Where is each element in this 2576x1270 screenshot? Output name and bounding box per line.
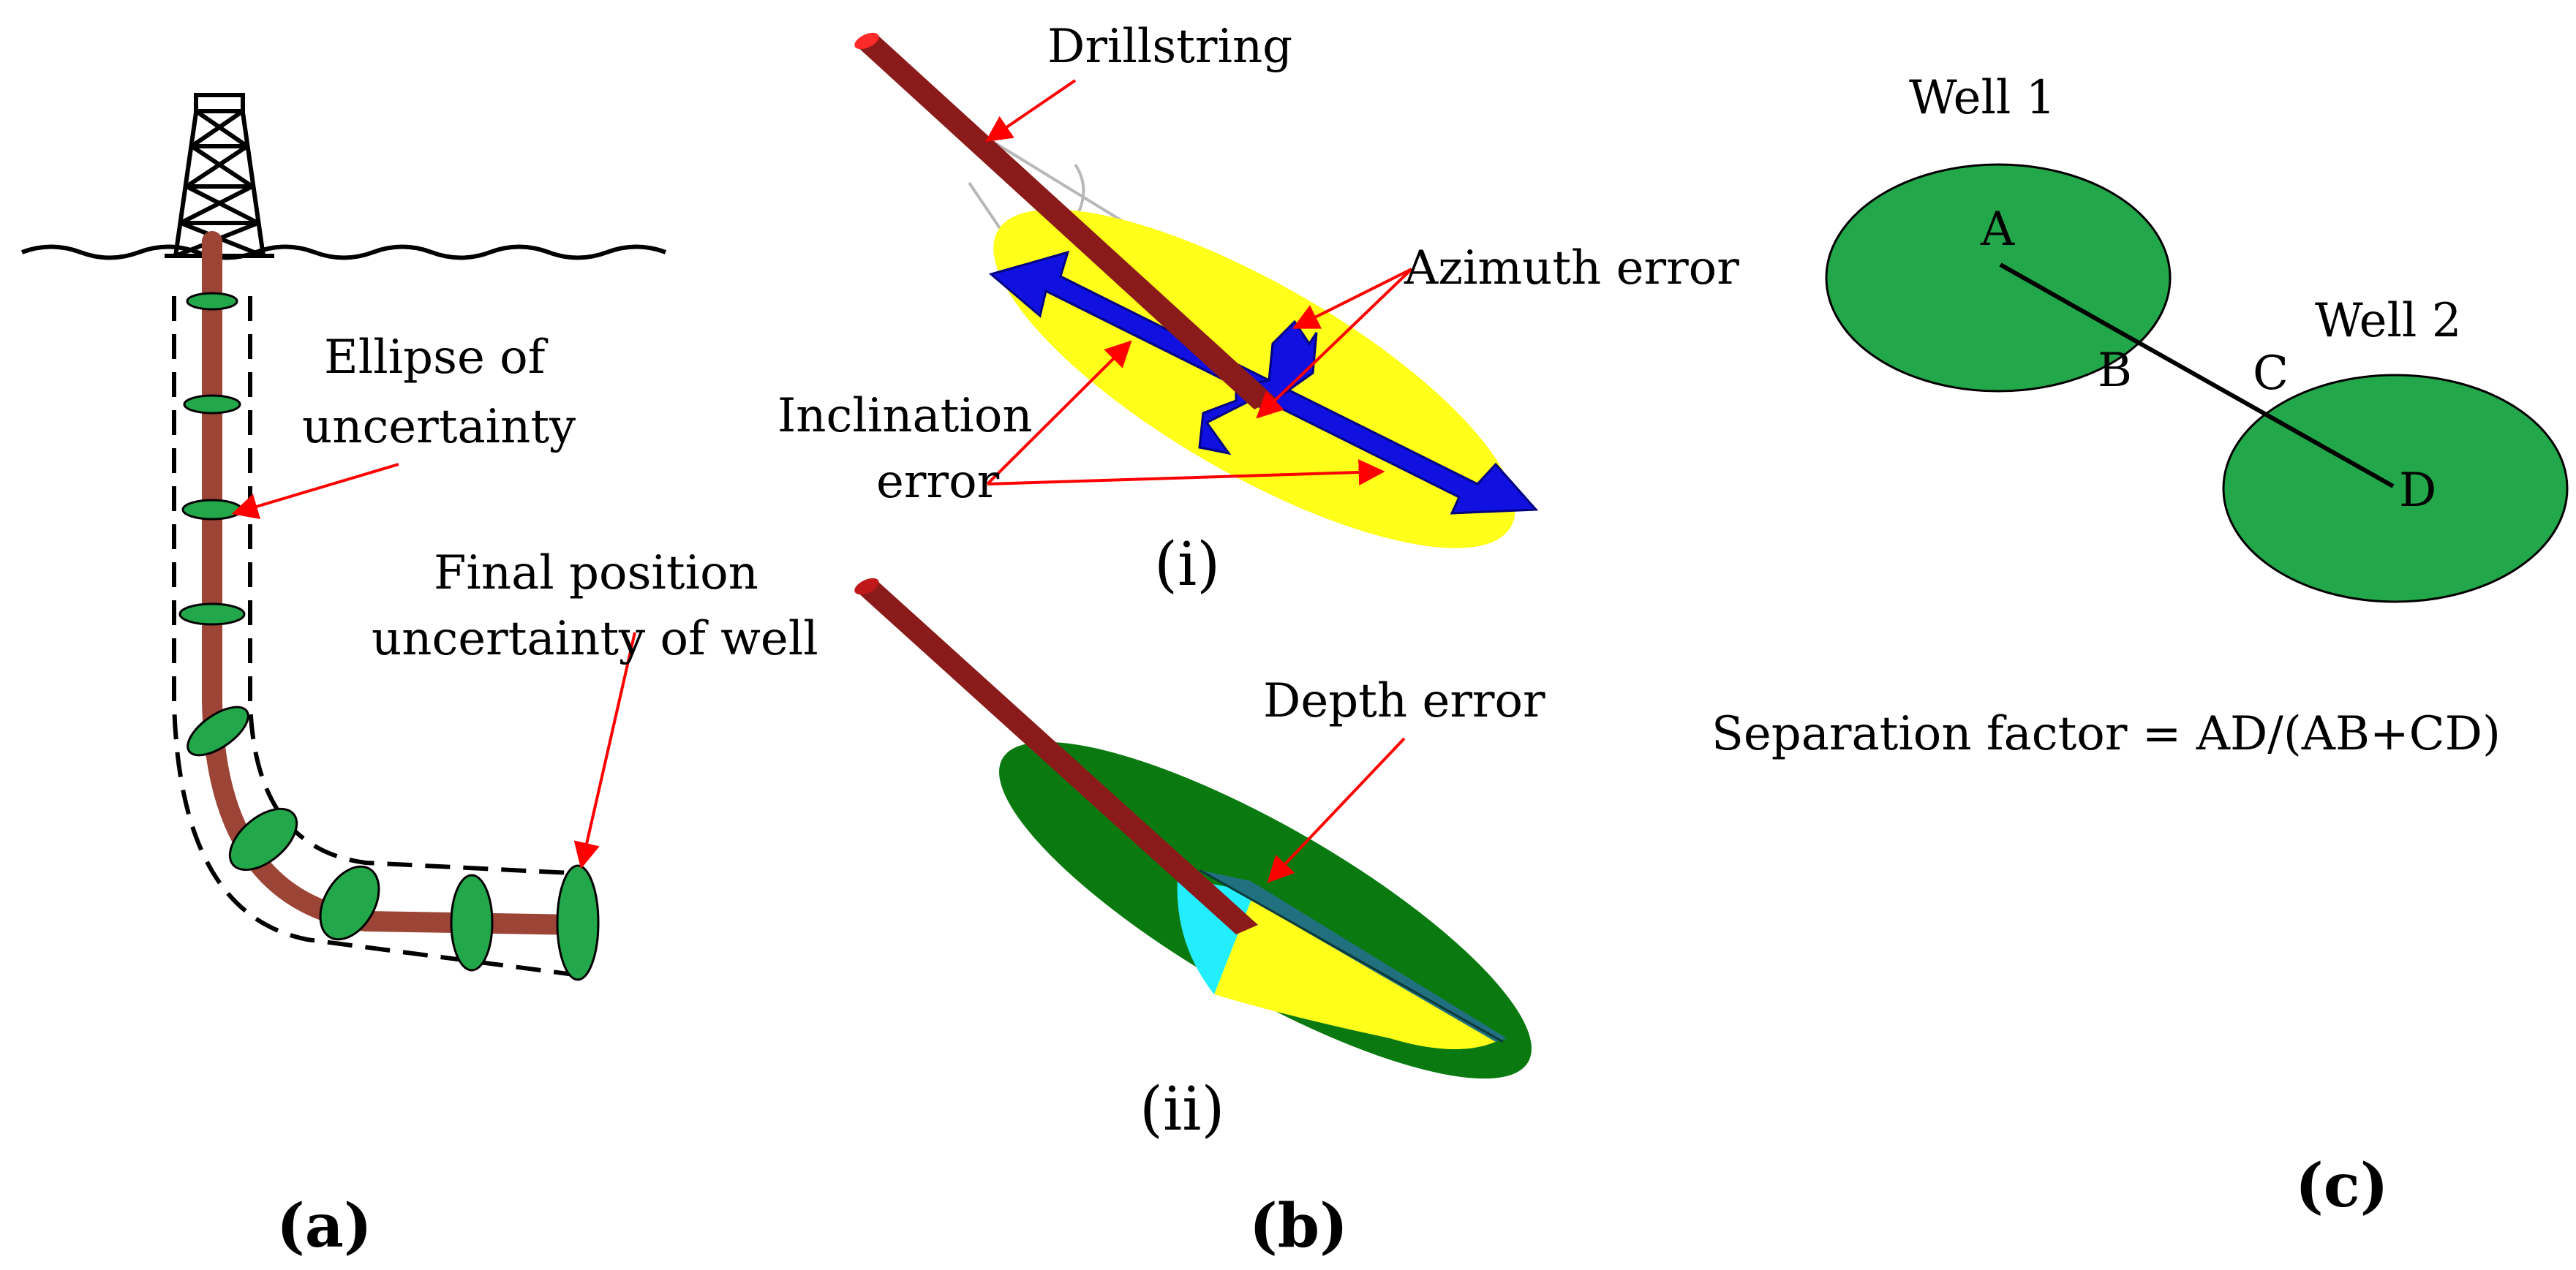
uncertainty-envelope-outer <box>172 296 586 978</box>
panel-b-bottom: Depth error (ii) (b) <box>854 578 1545 1261</box>
panel-b-label: (b) <box>1249 1191 1348 1261</box>
well-1-ellipse <box>1825 163 2172 393</box>
depth-error-label: Depth error <box>1263 674 1545 728</box>
drillstring-label: Drillstring <box>1047 20 1292 74</box>
panel-b-ii-label: (ii) <box>1140 1075 1224 1144</box>
inclination-label-line1: Inclination <box>777 389 1033 443</box>
inclination-arrow-1 <box>986 340 1132 485</box>
inclination-label-line2: error <box>876 455 1000 509</box>
point-b-label: B <box>2098 344 2132 398</box>
azimuth-arrow-1 <box>1292 268 1412 329</box>
panel-a-label: (a) <box>276 1191 372 1261</box>
depth-error-yellow-region <box>1214 885 1503 1049</box>
ellipse-label-line2: uncertainty <box>302 400 576 454</box>
drillstring-top-cap <box>854 32 879 50</box>
separation-factor-formula: Separation factor = AD/(AB+CD) <box>1711 707 2501 761</box>
uncertainty-ellipses <box>178 292 600 981</box>
separation-line <box>1999 262 2395 488</box>
drilling-rig-icon <box>165 93 274 258</box>
point-a-label: A <box>1980 203 2015 257</box>
drillstring-arrow <box>985 79 1077 143</box>
uncertainty-envelope-inner <box>248 296 586 876</box>
drillstring-bottom-cap <box>854 578 879 595</box>
well-1-label: Well 1 <box>1909 71 2055 125</box>
panel-b-top: Drillstring Azimuth error Inclination er… <box>777 20 1739 600</box>
final-position-label-line2: uncertainty of well <box>372 612 818 666</box>
inclination-arrow-2 <box>987 459 1385 486</box>
ellipse-annotation-arrow <box>231 463 399 520</box>
panel-c-label: (c) <box>2295 1151 2389 1221</box>
ellipse-label-line1: Ellipse of <box>324 330 549 385</box>
final-position-label-line1: Final position <box>434 546 758 600</box>
depth-error-arrow <box>1267 737 1406 883</box>
well-2-label: Well 2 <box>2315 294 2461 348</box>
point-d-label: D <box>2399 464 2436 518</box>
drillstring-bottom <box>856 581 1258 934</box>
panel-b-i-label: (i) <box>1154 530 1220 600</box>
final-position-annotation-arrow <box>573 632 636 869</box>
panel-c: Well 1 Well 2 A B C D Separation factor … <box>1711 71 2569 1221</box>
panel-a: Ellipse of uncertainty Final position un… <box>20 93 818 1261</box>
drillstring-top <box>856 35 1276 409</box>
azimuth-error-label: Azimuth error <box>1404 241 1739 295</box>
azimuth-arrow-2 <box>1256 268 1413 419</box>
ground-line <box>20 244 667 260</box>
well-2-ellipse <box>2222 374 2569 603</box>
point-c-label: C <box>2253 347 2289 401</box>
